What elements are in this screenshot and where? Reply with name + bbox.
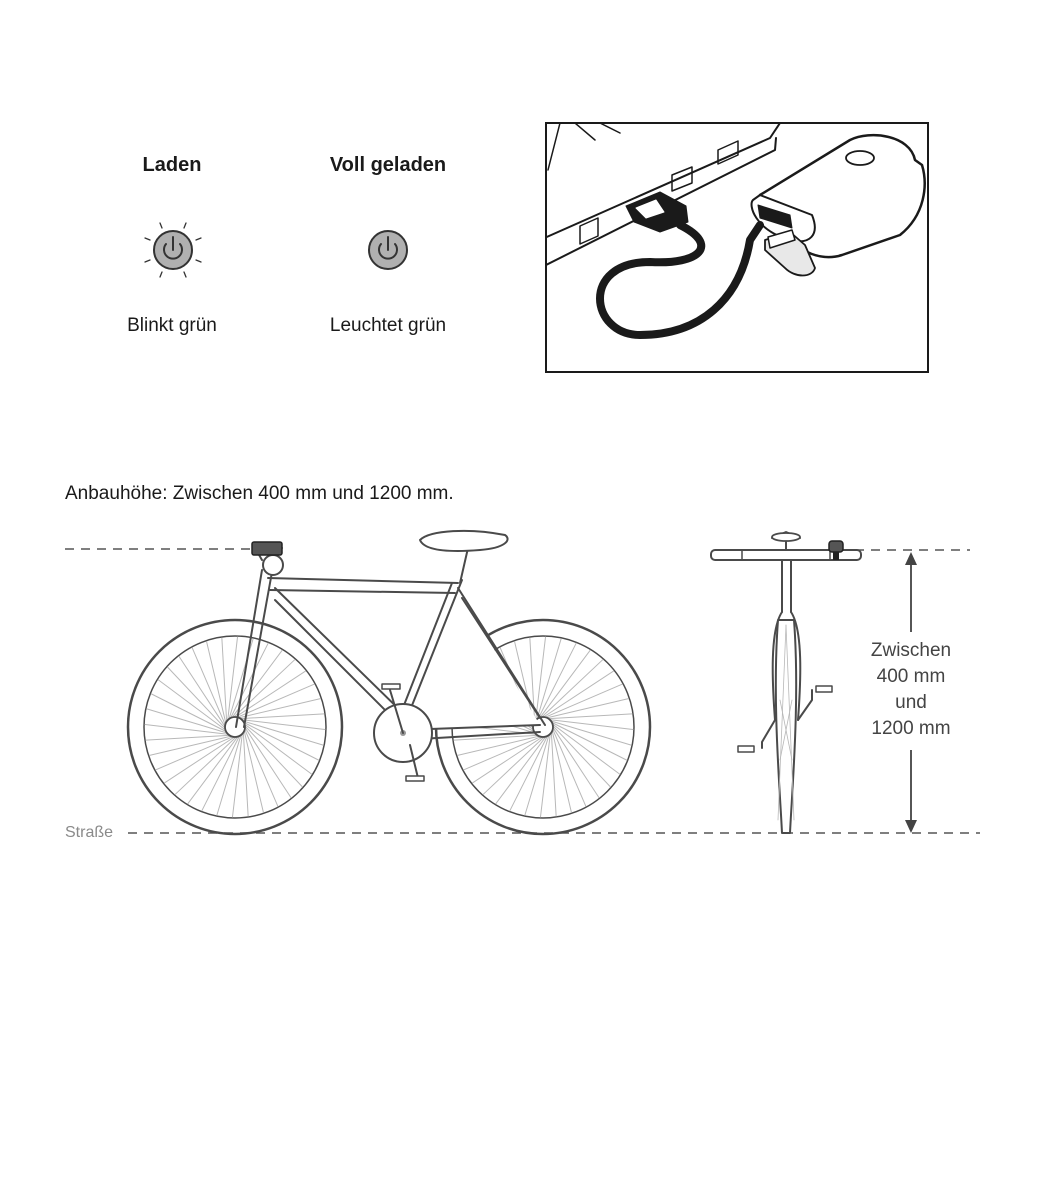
wheel-spoke xyxy=(524,724,553,816)
bicycle-front-view xyxy=(710,531,862,834)
usb-charging-illustration xyxy=(545,122,929,373)
mounted-light-icon xyxy=(251,541,283,556)
blinking-power-icon xyxy=(144,222,202,278)
wheel-spoke xyxy=(206,641,229,734)
wheel-spoke xyxy=(239,718,292,799)
wheel-spoke xyxy=(236,717,313,775)
wheel-spoke xyxy=(471,731,552,784)
range-line-3: und xyxy=(895,692,927,713)
wheel-spoke xyxy=(174,729,244,795)
wheel-spoke xyxy=(540,717,632,746)
front-wheel xyxy=(126,618,344,836)
wheel-spoke xyxy=(157,679,234,737)
wheel-spoke xyxy=(242,722,249,817)
wheel-spoke xyxy=(225,649,283,726)
wheel-spoke xyxy=(534,670,615,723)
range-line-2: 400 mm xyxy=(876,666,946,687)
bicycle-side-view xyxy=(126,529,652,836)
range-line-1: Zwischen xyxy=(870,640,952,661)
wheel-spoke xyxy=(533,642,577,728)
wheel-spoke xyxy=(547,718,600,799)
wheel-spoke xyxy=(539,723,552,818)
wheel-spoke xyxy=(534,659,604,725)
laptop-port-icon xyxy=(579,140,739,245)
wheel-spoke xyxy=(178,655,231,736)
wheel-spoke xyxy=(144,723,239,736)
wheel-spoke xyxy=(163,731,244,784)
wheel-spoke xyxy=(216,724,245,816)
wheel-spoke xyxy=(150,693,236,737)
wheel-spoke xyxy=(231,723,244,818)
wheel-spoke xyxy=(227,683,315,722)
wheel-spoke xyxy=(549,720,572,813)
front-mounted-light-icon xyxy=(828,540,844,553)
road-label: Straße xyxy=(65,824,114,841)
wheel-spoke xyxy=(241,720,264,813)
wheel-spoke xyxy=(155,732,243,771)
wheel-spoke xyxy=(548,719,587,807)
mounting-height-text: Anbauhöhe: Zwischen 400 mm und 1200 mm. xyxy=(65,483,454,504)
wheel-spoke xyxy=(533,649,591,726)
wheel-spoke xyxy=(221,637,228,732)
height-dimension-arrow xyxy=(905,552,917,833)
range-line-4: 1200 mm xyxy=(871,718,951,739)
charging-status-caption: Blinkt grün xyxy=(127,315,217,336)
wheel-spoke xyxy=(545,718,611,788)
wheel-spoke xyxy=(225,642,269,728)
wheel-spoke xyxy=(167,666,233,736)
wheel-spoke xyxy=(453,734,548,741)
wheel-spoke xyxy=(237,718,303,788)
wheel-spoke xyxy=(232,717,324,746)
wheel-spoke xyxy=(542,717,628,761)
wheel-spoke xyxy=(234,717,320,761)
wheel-spoke xyxy=(495,728,553,805)
wheel-spoke xyxy=(463,732,551,771)
wheel-spoke xyxy=(539,718,634,731)
wheel-spoke xyxy=(149,733,242,756)
full-status-caption: Leuchtet grün xyxy=(329,315,447,336)
wheel-spoke xyxy=(146,708,238,737)
wheel-spoke xyxy=(231,718,326,731)
wheel-spoke xyxy=(145,734,240,741)
wheel-spoke xyxy=(535,683,623,722)
wheel-spoke xyxy=(538,713,633,720)
chainring xyxy=(373,683,433,782)
wheel-spoke xyxy=(550,722,557,817)
wheel-spoke xyxy=(534,636,547,731)
charging-status-title: Laden xyxy=(142,154,202,176)
wheel-spoke xyxy=(457,733,550,756)
full-status-title: Voll geladen xyxy=(329,154,447,176)
wheel-spoke xyxy=(187,728,245,805)
steady-power-icon xyxy=(368,230,408,270)
height-range-label: Zwischen 400 mm und 1200 mm xyxy=(851,638,971,742)
wheel-spoke xyxy=(201,726,245,812)
wheel-spoke xyxy=(509,726,553,812)
wheel-spoke xyxy=(482,729,552,795)
bike-frame xyxy=(235,529,546,741)
reference-lines xyxy=(65,548,980,834)
wheel-spoke xyxy=(240,719,279,807)
wheel-spoke xyxy=(228,698,321,721)
wheel-spoke xyxy=(226,670,307,723)
wheel-spoke xyxy=(544,717,621,775)
wheel-spoke xyxy=(536,698,629,721)
wheel-spoke xyxy=(226,636,239,731)
wheel-spoke xyxy=(191,647,230,735)
